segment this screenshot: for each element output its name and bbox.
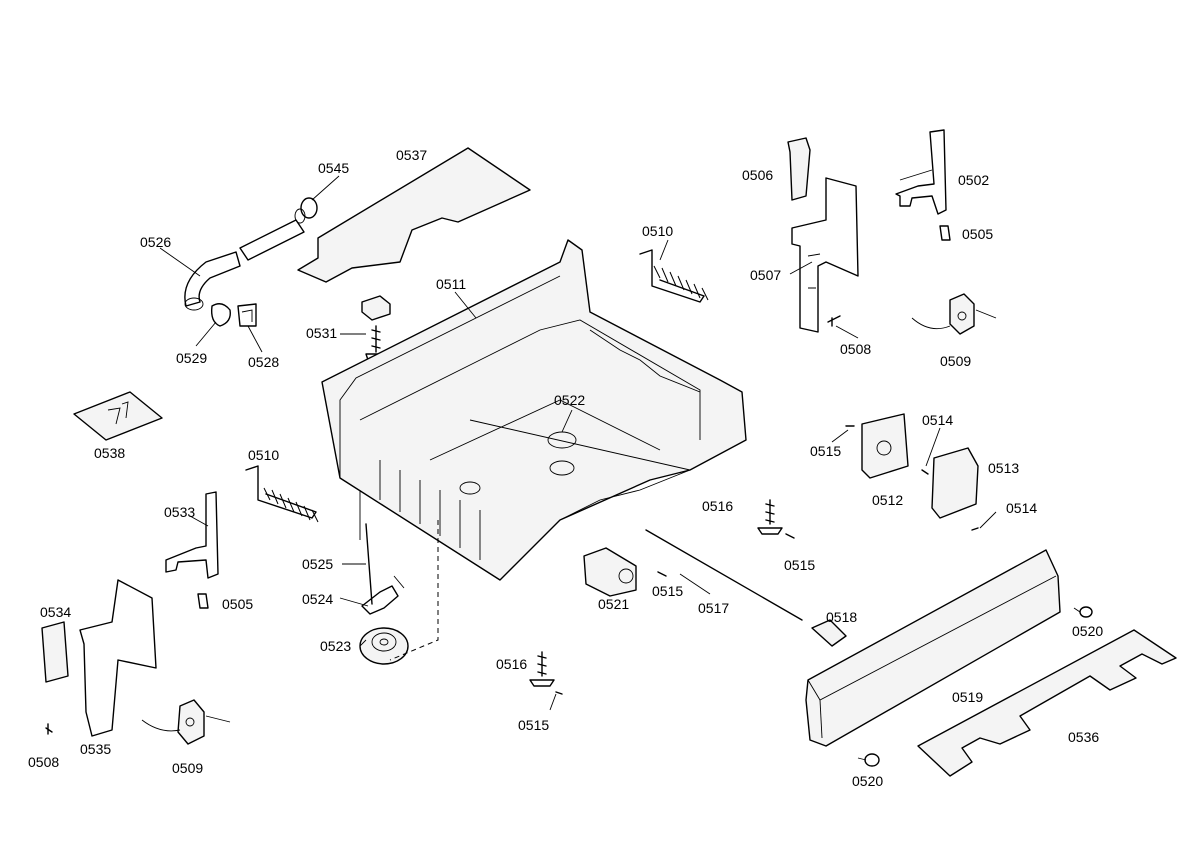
part-0511-base-tub: [321, 239, 747, 581]
callout-0522: 0522: [554, 392, 585, 408]
callout-0508-bottom: 0508: [28, 754, 59, 770]
part-0509-latch-top: [911, 293, 997, 335]
part-0520-screw-b: [857, 753, 880, 767]
part-0512-bracket: [861, 413, 909, 479]
part-0505-clip-top: [939, 225, 951, 241]
part-0515-screw-c: [657, 571, 667, 577]
leader-lines: [159, 169, 997, 711]
part-0505-clip-bottom: [197, 593, 209, 609]
callout-0529: 0529: [176, 350, 207, 366]
callout-0521: 0521: [598, 596, 629, 612]
part-0537-cover-panel: [297, 147, 531, 283]
callout-0519: 0519: [952, 689, 983, 705]
callout-0520-top: 0520: [1072, 623, 1103, 639]
callout-0517: 0517: [698, 600, 729, 616]
callout-0508-top: 0508: [840, 341, 871, 357]
part-0509-latch-bottom: [141, 699, 231, 745]
callout-0515-c: 0515: [652, 583, 683, 599]
callout-0516-top: 0516: [702, 498, 733, 514]
callout-0535: 0535: [80, 741, 111, 757]
callout-0507: 0507: [750, 267, 781, 283]
part-0521-valve: [583, 547, 637, 597]
callout-0514-b: 0514: [1006, 500, 1037, 516]
callout-0509-top: 0509: [940, 353, 971, 369]
part-0502-bracket: [895, 129, 947, 215]
callout-0524: 0524: [302, 591, 333, 607]
part-0523-float: [359, 627, 409, 665]
part-0518-knob: [811, 619, 847, 647]
part-0535-bracket: [79, 579, 157, 737]
part-0529-clip: [210, 303, 231, 327]
part-0538-parts-bag: [73, 391, 163, 441]
callout-0523: 0523: [320, 638, 351, 654]
callout-0538: 0538: [94, 445, 125, 461]
part-0525-rod: [365, 523, 373, 605]
callout-0513: 0513: [988, 460, 1019, 476]
callout-0515-a: 0515: [810, 443, 841, 459]
callout-0518: 0518: [826, 609, 857, 625]
callout-0514-a: 0514: [922, 412, 953, 428]
part-0515-screw-b: [785, 533, 795, 539]
callout-0525: 0525: [302, 556, 333, 572]
callout-0533: 0533: [164, 504, 195, 520]
callout-0516-bottom: 0516: [496, 656, 527, 672]
part-0506-bracket: [787, 137, 811, 201]
part-0514-screw-b: [971, 527, 979, 531]
callout-0505-top: 0505: [962, 226, 993, 242]
callout-0515-d: 0515: [518, 717, 549, 733]
callout-0534: 0534: [40, 604, 71, 620]
part-0513-cover: [931, 447, 979, 519]
part-0508-screw-top: [827, 315, 841, 327]
callout-0531: 0531: [306, 325, 337, 341]
callout-0520-bottom: 0520: [852, 773, 883, 789]
part-0520-screw-a: [1073, 606, 1093, 618]
callout-0511: 0511: [436, 276, 466, 292]
part-0533-bracket: [165, 491, 219, 579]
callout-0505-bottom: 0505: [222, 596, 253, 612]
callout-0526: 0526: [140, 234, 171, 250]
part-0524-sensor: [361, 575, 405, 615]
callout-0545: 0545: [318, 160, 349, 176]
callout-0515-b: 0515: [784, 557, 815, 573]
callout-labels: 0537 0545 0526 0529 0528 0531 0511 0510 …: [28, 147, 1103, 789]
part-0545-hose-clamp: [294, 197, 318, 224]
part-0534-cover: [41, 621, 69, 683]
part-0514-screw-a: [921, 469, 929, 475]
callout-0528: 0528: [248, 354, 279, 370]
part-0536-strip: [917, 629, 1177, 777]
callout-0510-top: 0510: [642, 223, 673, 239]
callout-0512: 0512: [872, 492, 903, 508]
part-0515-screw-d: [555, 691, 563, 695]
part-0519-kickplate: [805, 549, 1061, 747]
part-0507-bracket: [791, 177, 859, 333]
part-0517-rod: [645, 529, 803, 621]
callout-0506: 0506: [742, 167, 773, 183]
part-0516-screw-a: [757, 499, 783, 535]
part-0528-clip: [237, 303, 257, 327]
part-0510-hinge-spring-top: [639, 249, 709, 303]
callout-0509-bottom: 0509: [172, 760, 203, 776]
callout-0510-bottom: 0510: [248, 447, 279, 463]
callout-0536: 0536: [1068, 729, 1099, 745]
callout-0537: 0537: [396, 147, 427, 163]
part-0526-drain-hose: [184, 219, 305, 311]
part-0508-screw-bottom: [45, 723, 53, 735]
part-0516-screw-b: [529, 651, 555, 687]
assembly-dashed-line: [389, 520, 439, 661]
callout-0502: 0502: [958, 172, 989, 188]
part-0510-hinge-spring-bottom: [245, 465, 319, 523]
